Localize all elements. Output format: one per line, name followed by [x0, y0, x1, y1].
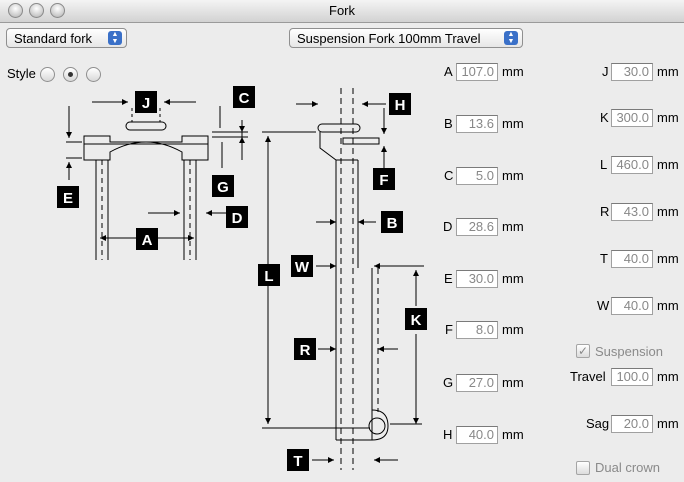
param-R-unit: mm	[657, 204, 679, 219]
preset-value: Suspension Fork 100mm Travel	[297, 31, 481, 46]
style-radio-2[interactable]	[63, 67, 78, 82]
close-button[interactable]	[8, 3, 23, 18]
preset-popup[interactable]: Suspension Fork 100mm Travel ▲▼	[289, 28, 523, 48]
param-L-unit: mm	[657, 157, 679, 172]
param-F-field[interactable]: 8.0	[456, 321, 498, 339]
param-E-label: E	[444, 271, 453, 286]
tag-B: B	[387, 215, 398, 232]
tag-A: A	[142, 232, 153, 249]
param-R-field[interactable]: 43.0	[611, 203, 653, 221]
window-title: Fork	[329, 3, 355, 18]
travel-field[interactable]: 100.0	[611, 368, 653, 386]
param-E-field[interactable]: 30.0	[456, 270, 498, 288]
title-bar: Fork	[0, 0, 684, 23]
fork-type-popup[interactable]: Standard fork ▲▼	[6, 28, 127, 48]
param-A-label: A	[444, 64, 453, 79]
tag-D: D	[232, 210, 243, 227]
param-D-unit: mm	[502, 219, 524, 234]
param-T-unit: mm	[657, 251, 679, 266]
param-D-label: D	[443, 219, 453, 234]
zoom-button[interactable]	[50, 3, 65, 18]
param-W-label: W	[597, 298, 610, 313]
dual-crown-checkbox[interactable]	[576, 461, 590, 475]
param-W-field[interactable]: 40.0	[611, 297, 653, 315]
param-E-unit: mm	[502, 271, 524, 286]
param-H-field[interactable]: 40.0	[456, 426, 498, 444]
sag-field[interactable]: 20.0	[611, 415, 653, 433]
param-C-unit: mm	[502, 168, 524, 183]
tag-W: W	[295, 259, 310, 276]
param-T-field[interactable]: 40.0	[611, 250, 653, 268]
param-L-label: L	[600, 157, 608, 172]
tag-E: E	[63, 190, 73, 207]
param-F-unit: mm	[502, 322, 524, 337]
travel-unit: mm	[657, 369, 679, 384]
style-label: Style	[7, 66, 36, 81]
tag-K: K	[411, 312, 422, 329]
tag-R: R	[300, 342, 311, 359]
param-G-label: G	[443, 375, 454, 390]
travel-label: Travel	[570, 369, 606, 384]
tag-G: G	[217, 179, 229, 196]
param-K-label: K	[600, 110, 609, 125]
param-C-field[interactable]: 5.0	[456, 167, 498, 185]
param-J-label: J	[602, 64, 609, 79]
param-H-label: H	[443, 427, 453, 442]
suspension-label: Suspension	[595, 344, 663, 359]
param-K-field[interactable]: 300.0	[611, 109, 653, 127]
param-G-field[interactable]: 27.0	[456, 374, 498, 392]
param-T-label: T	[600, 251, 608, 266]
param-B-field[interactable]: 13.6	[456, 115, 498, 133]
param-A-unit: mm	[502, 64, 524, 79]
popup-arrows-icon: ▲▼	[108, 31, 122, 45]
param-H-unit: mm	[502, 427, 524, 442]
param-B-unit: mm	[502, 116, 524, 131]
tag-L: L	[264, 268, 273, 285]
param-C-label: C	[444, 168, 454, 183]
tag-T: T	[293, 453, 302, 470]
param-J-unit: mm	[657, 64, 679, 79]
style-radio-3[interactable]	[86, 67, 101, 82]
param-W-unit: mm	[657, 298, 679, 313]
param-R-label: R	[600, 204, 610, 219]
param-G-unit: mm	[502, 375, 524, 390]
popup-arrows-icon: ▲▼	[504, 31, 518, 45]
style-radio-1[interactable]	[40, 67, 55, 82]
minimize-button[interactable]	[29, 3, 44, 18]
suspension-checkbox[interactable]: ✓	[576, 344, 590, 358]
param-A-field[interactable]: 107.0	[456, 63, 498, 81]
dual-crown-label: Dual crown	[595, 460, 661, 475]
param-K-unit: mm	[657, 110, 679, 125]
tag-J: J	[142, 95, 150, 112]
sag-unit: mm	[657, 416, 679, 431]
tag-H: H	[395, 97, 406, 114]
param-D-field[interactable]: 28.6	[456, 218, 498, 236]
tag-C: C	[239, 90, 250, 107]
param-J-field[interactable]: 30.0	[611, 63, 653, 81]
param-F-label: F	[445, 322, 453, 337]
sag-label: Sag	[586, 416, 610, 431]
param-B-label: B	[444, 116, 453, 131]
tag-F: F	[379, 172, 388, 189]
fork-type-value: Standard fork	[14, 31, 93, 46]
param-L-field[interactable]: 460.0	[611, 156, 653, 174]
